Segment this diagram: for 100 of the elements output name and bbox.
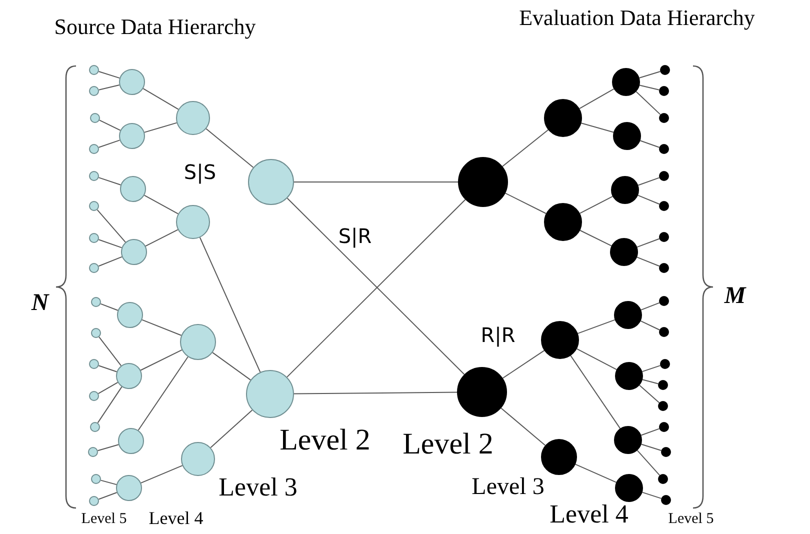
connector-line bbox=[640, 320, 660, 330]
source-node bbox=[180, 324, 216, 360]
evaluation-node bbox=[659, 86, 669, 96]
source-node bbox=[90, 422, 100, 432]
connector-line bbox=[579, 88, 614, 110]
evaluation-node bbox=[661, 495, 671, 505]
connector-line bbox=[138, 356, 188, 431]
connector-line bbox=[579, 196, 614, 214]
connector-line bbox=[642, 379, 659, 384]
level-label: Level 4 bbox=[148, 509, 204, 529]
connector-line bbox=[636, 91, 661, 116]
source-node bbox=[117, 302, 143, 328]
evaluation-node bbox=[614, 301, 642, 329]
source-node bbox=[89, 263, 99, 273]
connector-line bbox=[96, 209, 126, 243]
evaluation-node bbox=[544, 203, 582, 241]
heading: Source Data Hierarchy bbox=[54, 14, 256, 40]
connector-line bbox=[98, 177, 122, 186]
evaluation-node bbox=[614, 426, 642, 454]
evaluation-node bbox=[615, 474, 643, 502]
source-node bbox=[89, 86, 99, 96]
connector-line bbox=[97, 444, 120, 452]
connector-line bbox=[574, 464, 617, 483]
evaluation-node bbox=[659, 201, 669, 211]
source-node bbox=[91, 328, 101, 338]
evaluation-node bbox=[660, 65, 670, 75]
evaluation-node bbox=[659, 296, 669, 306]
level-label: Level 3 bbox=[218, 474, 298, 502]
source-node bbox=[119, 69, 145, 95]
connector-line bbox=[98, 256, 122, 267]
connector-line bbox=[502, 350, 545, 379]
source-node bbox=[89, 144, 99, 154]
connector-line bbox=[636, 256, 660, 267]
evaluation-node bbox=[659, 144, 669, 154]
connector-line bbox=[140, 349, 182, 371]
connector-line bbox=[580, 230, 612, 246]
source-node bbox=[181, 442, 215, 476]
source-node bbox=[91, 297, 101, 307]
connector-line bbox=[294, 392, 458, 394]
relation-label: S|R bbox=[338, 225, 372, 247]
evaluation-node bbox=[615, 362, 643, 390]
connector-line bbox=[98, 71, 120, 79]
evaluation-node bbox=[541, 439, 577, 475]
connector-line bbox=[577, 319, 616, 334]
evaluation-node bbox=[661, 447, 671, 457]
source-node bbox=[89, 201, 99, 211]
connector-line bbox=[638, 177, 660, 186]
level-label: Level 3 bbox=[472, 474, 544, 500]
connector-line bbox=[142, 88, 179, 110]
connector-line bbox=[570, 355, 621, 429]
connector-line bbox=[642, 492, 662, 499]
source-node bbox=[116, 475, 142, 501]
connector-line bbox=[98, 365, 118, 372]
level-label: Level 5 bbox=[668, 510, 714, 528]
connector-line bbox=[144, 194, 179, 214]
connector-line bbox=[210, 410, 253, 448]
count-label: M bbox=[724, 282, 746, 310]
level-label: Level 2 bbox=[402, 428, 494, 460]
connector-line bbox=[144, 122, 178, 133]
evaluation-node bbox=[660, 359, 670, 369]
connector-line bbox=[637, 194, 660, 205]
evaluation-node bbox=[659, 113, 669, 123]
connector-line bbox=[98, 492, 118, 500]
connector-line bbox=[99, 120, 121, 131]
evaluation-node bbox=[658, 401, 668, 411]
connector-line bbox=[206, 128, 254, 168]
source-node bbox=[118, 428, 144, 454]
connector-line bbox=[640, 444, 662, 451]
connector-line bbox=[580, 122, 614, 133]
evaluation-node bbox=[458, 157, 508, 207]
connector-line bbox=[576, 348, 618, 370]
level-label: Level 2 bbox=[280, 424, 370, 456]
source-node bbox=[89, 359, 99, 369]
connector-line bbox=[100, 303, 118, 311]
source-node bbox=[89, 496, 99, 506]
source-node bbox=[121, 239, 147, 265]
evaluation-node bbox=[659, 232, 669, 242]
evaluation-node bbox=[457, 367, 507, 417]
source-node bbox=[89, 233, 99, 243]
connector-line bbox=[504, 192, 546, 214]
connector-line bbox=[640, 302, 660, 310]
connector-line bbox=[97, 386, 122, 424]
evaluation-node bbox=[611, 176, 639, 204]
connector-line bbox=[502, 129, 549, 167]
source-node bbox=[91, 474, 101, 484]
level-label: Level 5 bbox=[81, 510, 127, 528]
connector-line bbox=[640, 140, 660, 148]
heading: Evaluation Data Hierarchy bbox=[519, 6, 755, 30]
source-node bbox=[89, 391, 99, 401]
connector-line bbox=[639, 384, 660, 404]
count-label: N bbox=[31, 290, 49, 316]
connector-line bbox=[636, 450, 660, 476]
source-node bbox=[89, 171, 99, 181]
connector-line bbox=[500, 408, 546, 446]
connector-line bbox=[140, 465, 183, 484]
evaluation-node bbox=[659, 171, 669, 181]
evaluation-node bbox=[659, 327, 669, 337]
connector-line bbox=[98, 140, 120, 148]
connector-line bbox=[640, 428, 660, 436]
connector-line bbox=[212, 352, 252, 380]
